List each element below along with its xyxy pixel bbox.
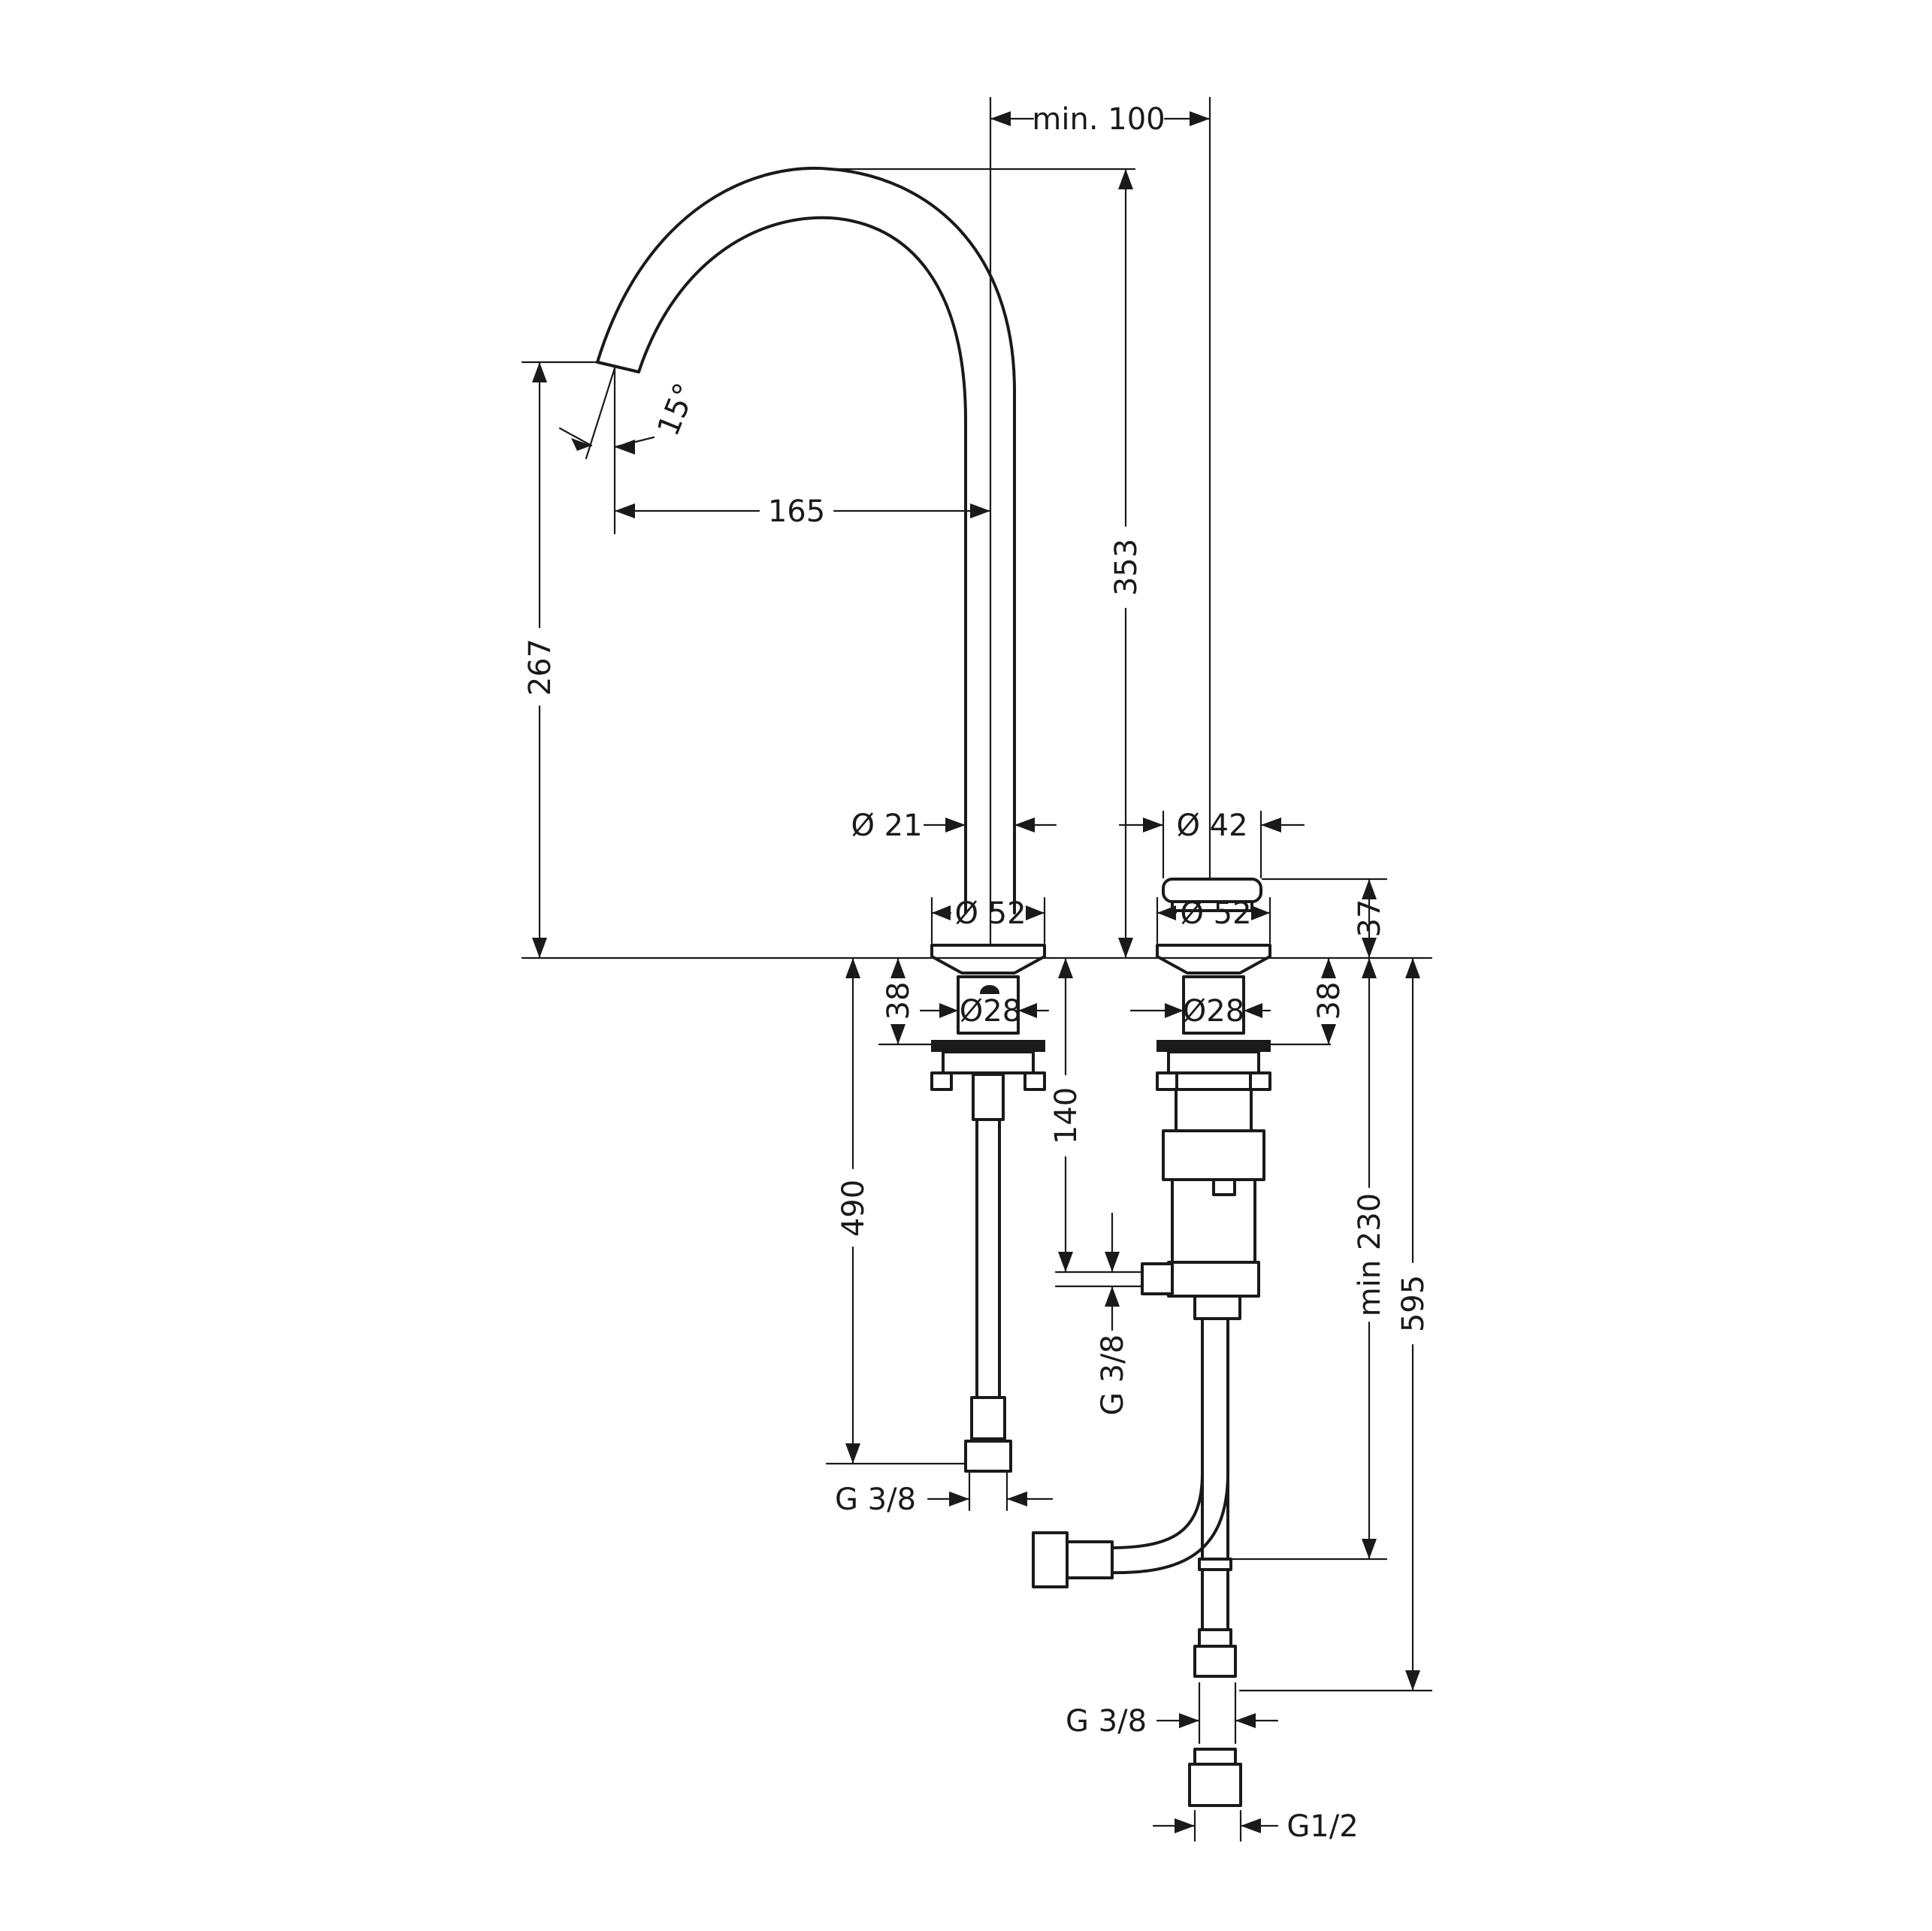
label-37: 37 — [1353, 899, 1387, 938]
label-g12: G1/2 — [1286, 1809, 1358, 1844]
label-15-degrees: 15° — [651, 379, 703, 441]
label-dia-42: Ø 42 — [1176, 808, 1247, 843]
label-dia-52-left: Ø 52 — [954, 896, 1026, 931]
label-dia-28-right: Ø28 — [1183, 994, 1244, 1029]
valve-assembly — [1032, 878, 1271, 1807]
label-dia-21: Ø 21 — [851, 808, 922, 843]
label-g38-bottom: G 3/8 — [1066, 1704, 1147, 1739]
label-38-left: 38 — [881, 982, 916, 1020]
label-165: 165 — [768, 494, 825, 529]
label-g38-side: G 3/8 — [1096, 1334, 1130, 1416]
label-140: 140 — [1049, 1087, 1084, 1144]
label-353: 353 — [1109, 539, 1144, 596]
label-min-230: min 230 — [1353, 1193, 1387, 1317]
label-267: 267 — [523, 639, 558, 696]
dimension-labels: min. 100 15° 165 267 353 Ø 21 Ø 42 Ø 52 … — [523, 102, 1431, 1844]
label-min-100: min. 100 — [1032, 102, 1165, 137]
label-38-right: 38 — [1312, 982, 1347, 1020]
label-490: 490 — [836, 1180, 871, 1237]
extension-lines — [521, 96, 1433, 1842]
label-g38-left: G 3/8 — [835, 1482, 916, 1517]
label-dia-52-right: Ø 52 — [1180, 896, 1251, 931]
dimension-lines — [532, 111, 1420, 1833]
spout-base-assembly — [930, 944, 1046, 1473]
label-dia-28-left: Ø28 — [960, 994, 1021, 1029]
label-595: 595 — [1396, 1275, 1431, 1332]
